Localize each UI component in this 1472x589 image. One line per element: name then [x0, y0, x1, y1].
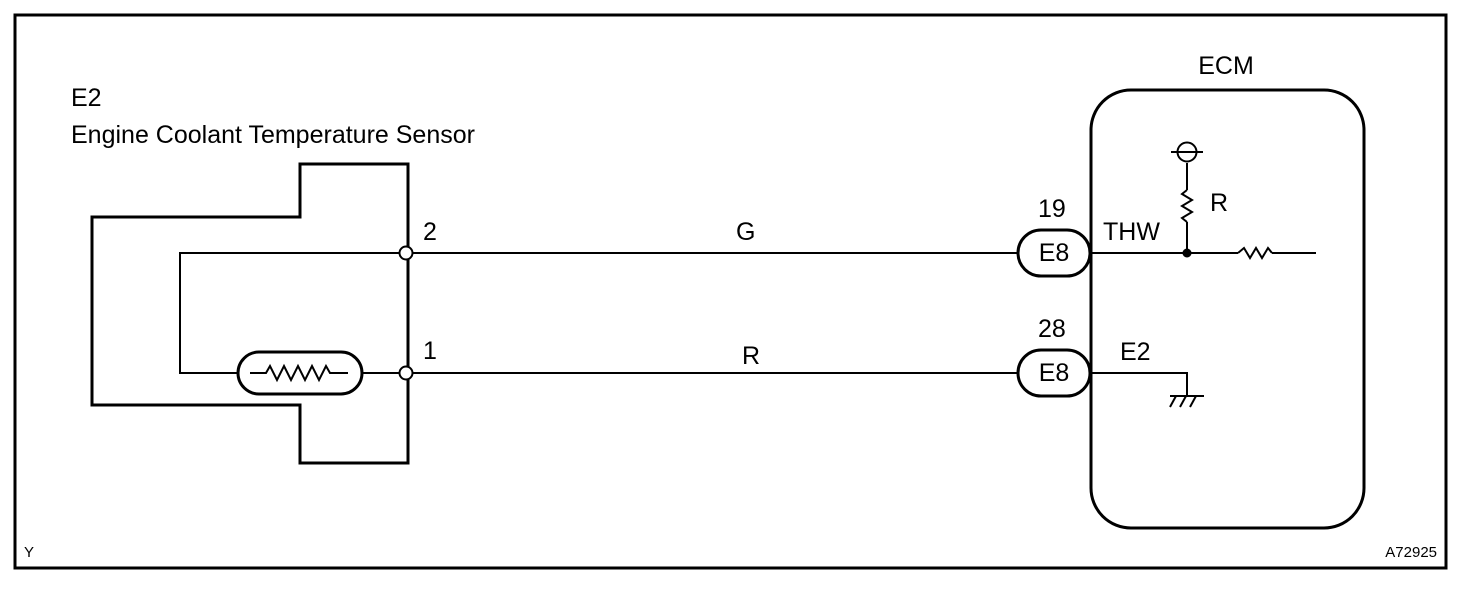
e2-ground-wire — [1091, 372, 1188, 396]
terminal-1 — [398, 365, 414, 381]
thermistor-body — [236, 350, 364, 396]
ecm-label: ECM — [1198, 52, 1254, 80]
connector-pin-19-label: 19 — [1038, 195, 1066, 223]
terminal-2 — [398, 245, 414, 261]
pullup-resistor — [1180, 189, 1194, 223]
pin-1-label: 1 — [423, 337, 437, 365]
ground-icon-hatch-1 — [1169, 395, 1177, 408]
ground-icon-hatch-2 — [1179, 395, 1187, 408]
connector-e8-top-label: E8 — [1039, 239, 1070, 267]
corner-left-label: Y — [24, 544, 34, 561]
connector-e8-bottom-label: E8 — [1039, 359, 1070, 387]
sensor-internal-wire — [179, 252, 406, 374]
figure-id-label: A72925 — [1385, 544, 1437, 561]
wire-g-color-label: G — [736, 218, 755, 246]
pin-2-label: 2 — [423, 218, 437, 246]
e2-terminal-label: E2 — [1120, 338, 1151, 366]
thw-terminal-label: THW — [1103, 218, 1160, 246]
pullup-resistor-label: R — [1210, 189, 1228, 217]
ecm-box — [1089, 88, 1366, 530]
sensor-housing — [90, 162, 410, 465]
sensor-name-label: Engine Coolant Temperature Sensor — [71, 121, 475, 149]
diagram-frame — [13, 13, 1448, 570]
ground-icon-hatch-3 — [1189, 395, 1197, 408]
thermistor-resistor-symbol — [250, 363, 348, 383]
sensor-code-label: E2 — [71, 84, 102, 112]
thw-series-resistor — [1237, 246, 1273, 260]
connector-pin-28-label: 28 — [1038, 315, 1066, 343]
wire-r-color-label: R — [742, 342, 760, 370]
